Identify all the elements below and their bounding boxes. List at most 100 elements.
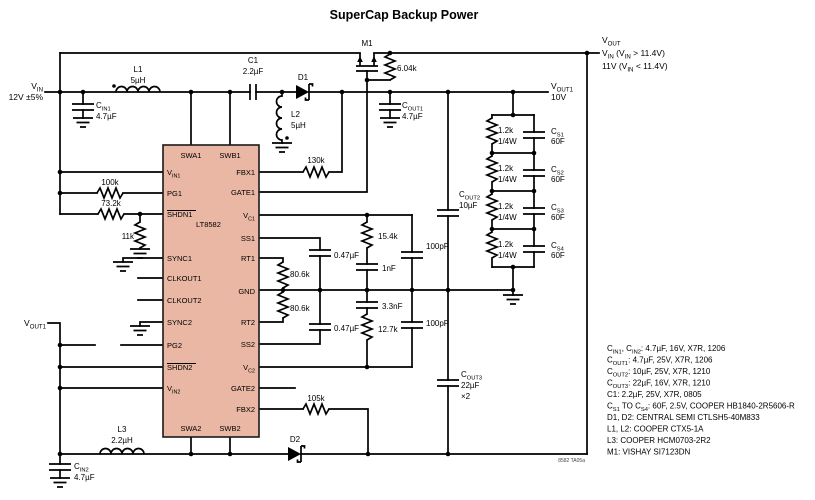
r-fbx1-value: 130k [307, 156, 325, 165]
stack-r3-power: 1/4W [498, 213, 517, 222]
resistor-105k-symbol [302, 403, 330, 415]
supercap-stack-frame [491, 91, 535, 291]
stack-resistor-3-symbol [486, 193, 498, 221]
ground-icon [129, 325, 151, 336]
vin-label: VIN [31, 81, 43, 94]
stack-r2-power: 1/4W [498, 175, 517, 184]
pin-label-fbx2: FBX2 [236, 405, 255, 414]
supercap-cs2-symbol [522, 169, 546, 177]
c-vc1b-value: 100pF [426, 242, 449, 251]
pin-label-shdn2: SHDN2 [167, 363, 192, 372]
resistor-100k-pg1-symbol [96, 187, 124, 199]
l3-value: 2.2µH [111, 436, 133, 445]
pin-label-gate1: GATE1 [231, 188, 255, 197]
circuit-wiring [44, 52, 600, 479]
gate1-wire [258, 79, 368, 193]
cs3-label: CS3 [551, 203, 564, 215]
stack-r3-value: 1.2k [498, 202, 514, 211]
capacitor-100pf2-symbol [400, 321, 424, 329]
capacitor-ss2-symbol [308, 323, 332, 331]
r-rt1-value: 80.6k [290, 270, 311, 279]
c1-label: C1 [248, 56, 259, 65]
pin-label-vin1: VIN1 [167, 168, 180, 180]
capacitor-100pf1-symbol [400, 251, 424, 259]
sync1-wire [122, 257, 164, 263]
stack-resistor-1-symbol [486, 117, 498, 145]
r-vc2-value: 12.7k [378, 325, 399, 334]
pin-label-swa2: SWA2 [181, 424, 202, 433]
capacitor-cin1-symbol [71, 103, 95, 111]
ic-pin-labels: SWA1 SWB1 VIN1 PG1 SHDN1 LT8582 SYNC1 CL… [167, 151, 256, 433]
pin-label-ss2: SS2 [241, 340, 255, 349]
capacitor-cout2-symbol [436, 209, 460, 217]
stack-r4-value: 1.2k [498, 240, 514, 249]
cs2-value: 60F [551, 175, 565, 184]
vout-top-rail [59, 52, 600, 455]
schematic-title: SuperCap Backup Power [330, 8, 479, 22]
fbx1-wire [258, 91, 343, 173]
junction-dots [57, 50, 590, 457]
stack-r1-value: 1.2k [498, 126, 514, 135]
cs4-label: CS4 [551, 241, 565, 253]
stack-r4-power: 1/4W [498, 251, 517, 260]
ground-icon [271, 142, 293, 153]
supercap-cs1-symbol [522, 131, 546, 139]
capacitor-c1-symbol [249, 83, 257, 101]
swa2-swb2-stubs [190, 436, 231, 455]
gnd-rail [258, 289, 514, 296]
note-line: L1, L2: COOPER CTX5-1A [607, 425, 704, 434]
cs1-label: CS1 [551, 127, 564, 139]
ground-icon [129, 248, 151, 259]
r-shdn1-value: 73.2k [101, 199, 122, 208]
c-vc2-value: 3.3nF [382, 302, 403, 311]
resistor-130k-symbol [302, 166, 330, 178]
c1-value: 2.2µF [243, 67, 264, 76]
l1-value: 5µH [131, 76, 146, 85]
mosfet-m1-symbol [356, 53, 378, 72]
pin-label-sync2: SYNC2 [167, 318, 192, 327]
ground-icon [49, 477, 71, 488]
note-line: COUT1: 4.7µF, 25V, X7R, 1206 [607, 356, 713, 368]
cout2-value: 10µF [459, 201, 478, 210]
note-line: M1: VISHAY SI7123DN [607, 448, 691, 457]
resistor-73k2-symbol [97, 208, 125, 220]
ss2-wire [258, 289, 321, 345]
cs2-label: CS2 [551, 165, 564, 177]
vout-condition-2: 11V (VIN < 11.4V) [602, 61, 668, 74]
cs3-value: 60F [551, 213, 565, 222]
ss1-wire [258, 237, 321, 291]
capacitor-cout1-symbol [378, 103, 402, 111]
pin-label-gate2: GATE2 [231, 384, 255, 393]
inductor-l2-symbol [275, 95, 283, 141]
resistor-rt2-symbol [277, 291, 289, 319]
r-vc1-value: 15.4k [378, 232, 399, 241]
vout-label: VOUT [602, 35, 621, 48]
cout2-label: COUT2 [459, 190, 480, 202]
d2-label: D2 [290, 435, 301, 444]
component-symbols [48, 53, 546, 488]
pin-label-vc1: VC1 [243, 211, 255, 223]
c-ss1-value: 0.47µF [334, 251, 359, 260]
cout3-label: COUT3 [461, 370, 482, 382]
capacitor-ss1-symbol [308, 249, 332, 257]
bom-notes: CIN1, CIN2: 4.7µF, 16V, X7R, 1206 COUT1:… [607, 344, 795, 457]
note-line: COUT2: 10µF, 25V, X7R, 1210 [607, 367, 711, 379]
pin-label-swb2: SWB2 [219, 424, 240, 433]
pin-label-shdn1: SHDN1 [167, 210, 192, 219]
cin2-value: 4.7µF [74, 473, 95, 482]
l1-phase-dot [112, 84, 116, 88]
cout3-value: 22µF [461, 381, 480, 390]
note-line: CIN1, CIN2: 4.7µF, 16V, X7R, 1206 [607, 344, 726, 356]
stack-r1-power: 1/4W [498, 137, 517, 146]
pin-label-rt2: RT2 [241, 318, 255, 327]
pin-label-vin2: VIN2 [167, 384, 180, 396]
note-line: C1: 2.2µF, 25V, X7R, 0805 [607, 390, 702, 399]
pin-label-gnd: GND [238, 287, 255, 296]
sync2-wire [139, 321, 164, 327]
supercap-stack-labels: 1.2k 1/4W CS1 60F 1.2k 1/4W CS2 60F 1.2k… [498, 126, 565, 260]
cout1-value: 4.7µF [402, 112, 423, 121]
note-line: L3: COOPER HCM0703-2R2 [607, 436, 711, 445]
vout1-left-label: VOUT1 [24, 318, 47, 331]
